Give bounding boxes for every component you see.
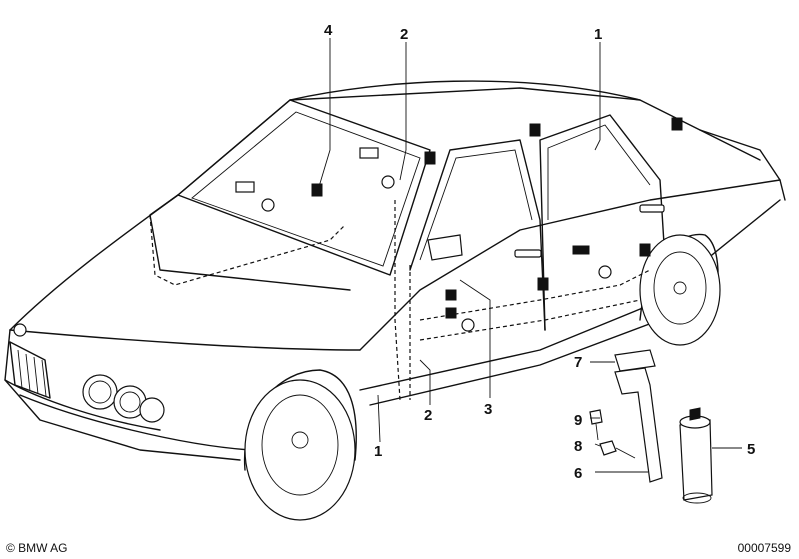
switch-8: [572, 245, 590, 255]
part-6-bracket: [614, 367, 663, 483]
speaker-4: [598, 265, 612, 279]
badge-icon: [13, 323, 27, 337]
part-9-screw: [589, 409, 603, 425]
side-mirror: [427, 234, 463, 261]
components: [235, 117, 683, 332]
lamp-interior-2: [359, 147, 379, 159]
switch-2: [424, 151, 436, 165]
lamp-interior-1: [235, 181, 255, 193]
callout-2-bottom: 2: [424, 407, 432, 424]
switch-7: [537, 277, 549, 291]
callout-9: 9: [574, 412, 582, 429]
callout-2-top: 2: [400, 26, 408, 43]
speaker-2: [381, 175, 395, 189]
speaker-1: [261, 198, 275, 212]
document-number: 00007599: [737, 541, 791, 555]
speaker-3: [461, 318, 475, 332]
grille: [9, 341, 51, 399]
switch-6: [445, 307, 457, 319]
car-body: [4, 80, 786, 521]
switch-1: [311, 183, 323, 197]
switch-5: [445, 289, 457, 301]
callout-3: 3: [484, 401, 492, 418]
part-8-nut: [599, 440, 617, 456]
separate-parts: [589, 349, 713, 504]
callout-6: 6: [574, 465, 582, 482]
leader-lines: [317, 38, 742, 473]
callout-5: 5: [747, 441, 755, 458]
copyright-text: © BMW AG: [6, 541, 68, 555]
callout-labels: 4 2 1 1 2 3 7 9 8 6 5: [324, 22, 755, 482]
wiring-harness: [149, 200, 651, 401]
callout-4: 4: [324, 22, 333, 39]
headlights: [82, 374, 165, 423]
switch-9: [639, 243, 651, 257]
part-7-plate: [614, 349, 656, 372]
callout-1-bottom: 1: [374, 443, 382, 460]
front-wheel: [243, 369, 357, 521]
callout-7: 7: [574, 354, 582, 371]
callout-8: 8: [574, 438, 582, 455]
callout-1-top: 1: [594, 26, 602, 43]
part-5-cylinder: [679, 407, 713, 504]
rear-wheel: [639, 233, 721, 346]
switch-4: [671, 117, 683, 131]
switch-3: [529, 123, 541, 137]
